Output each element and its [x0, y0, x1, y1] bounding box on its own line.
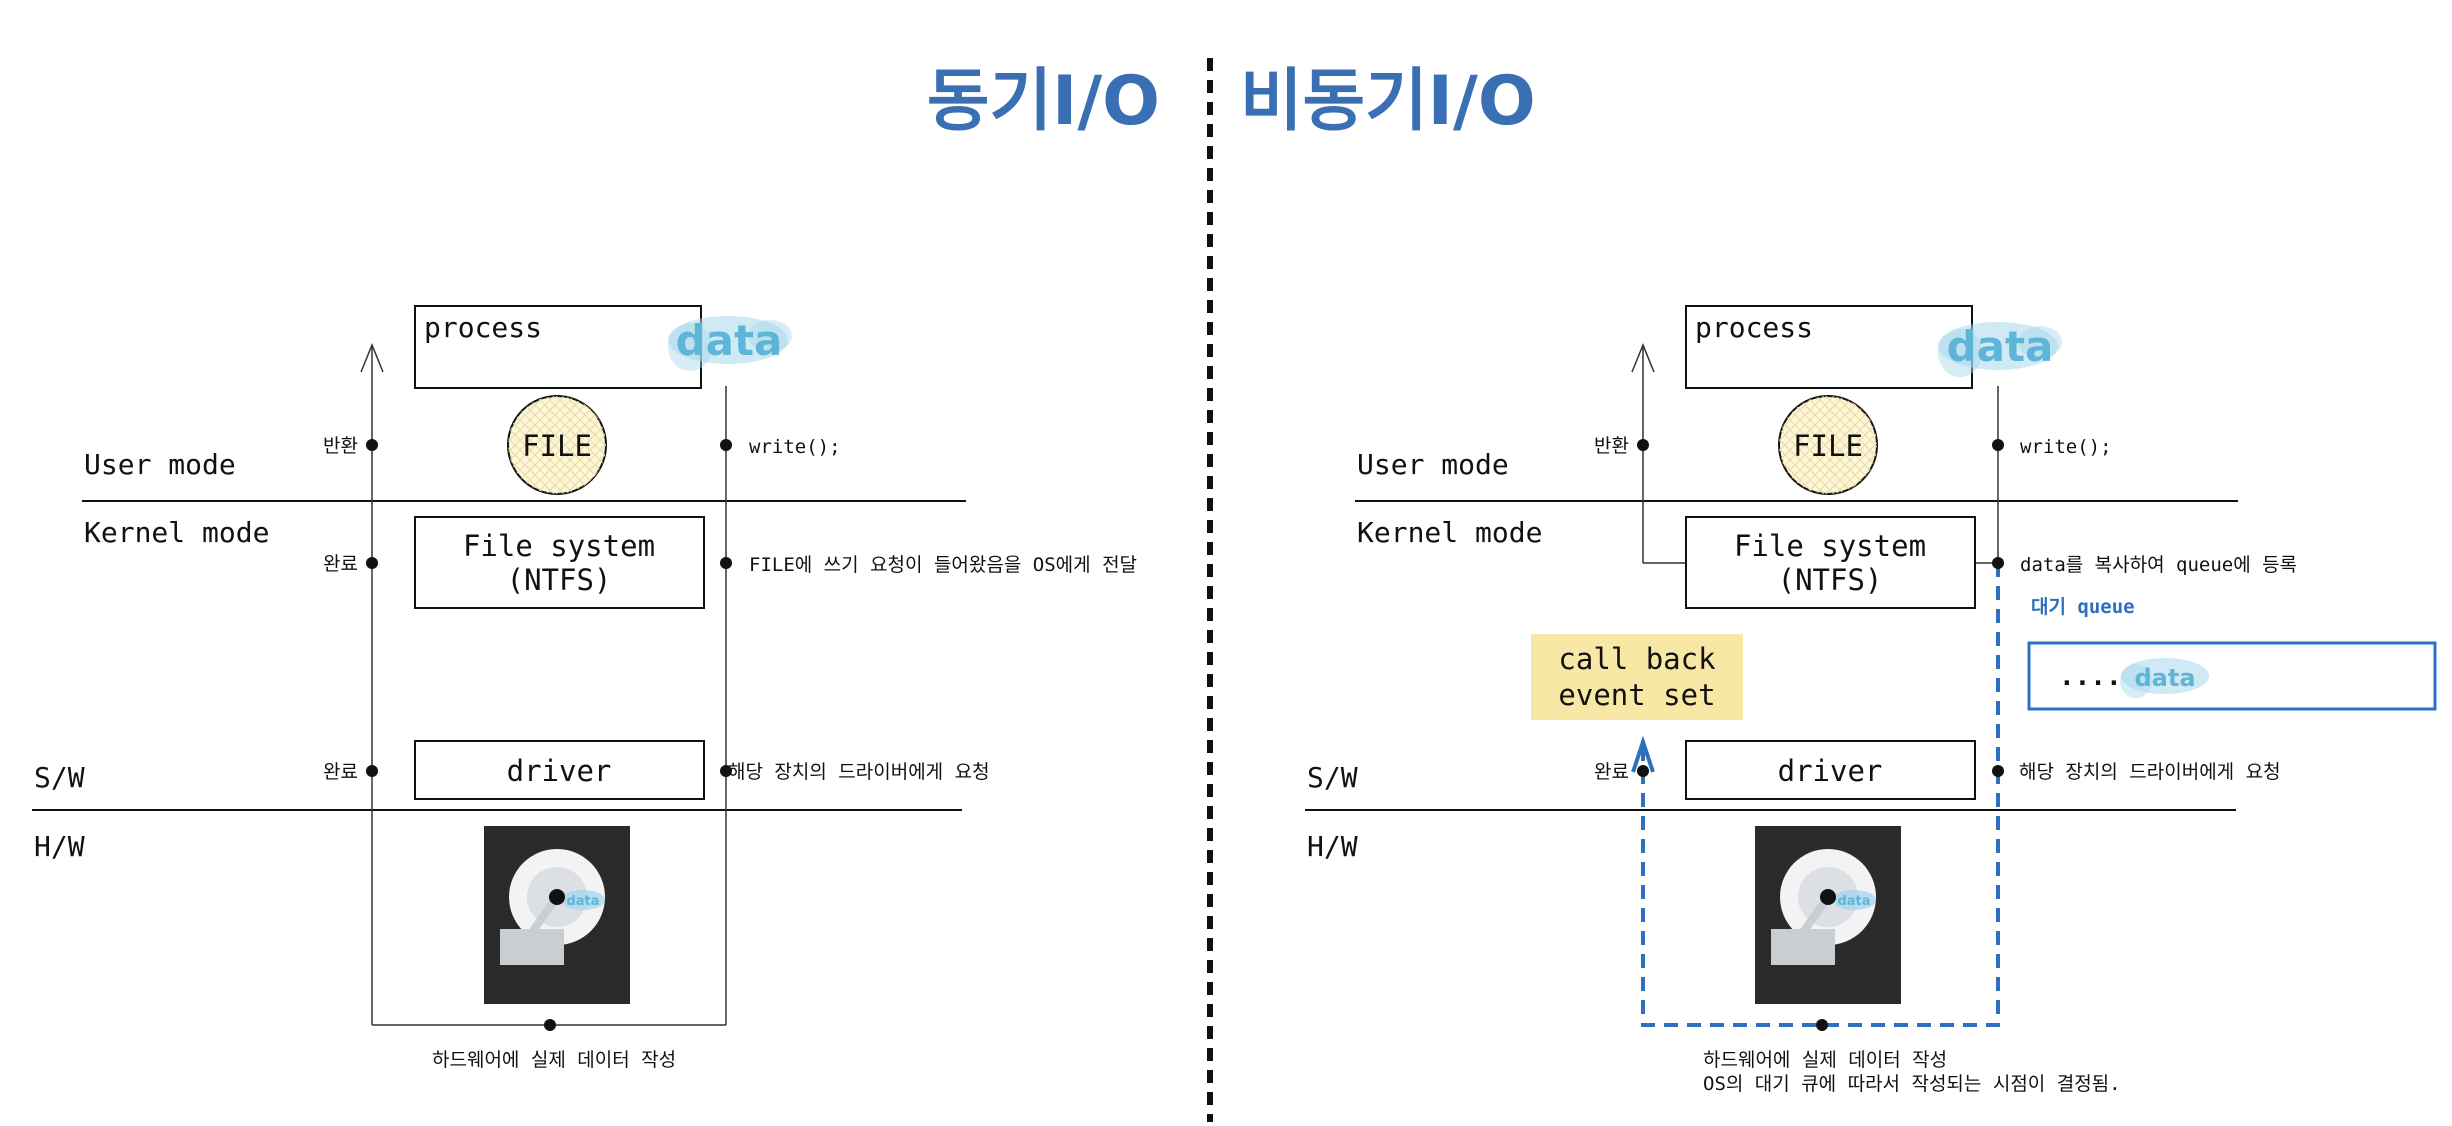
- return-dot: [366, 439, 378, 451]
- driver-box: [414, 740, 705, 800]
- hard-disk-icon: data: [484, 826, 630, 1004]
- data-blob: data: [1938, 322, 2062, 377]
- data-label: data: [1947, 322, 2054, 371]
- write-dot: [720, 439, 732, 451]
- svg-text:data: data: [1837, 894, 1870, 909]
- write-call-label: write();: [2020, 436, 2112, 458]
- hw-label: H/W: [1307, 830, 1358, 863]
- hw-write-dot: [1816, 1019, 1828, 1031]
- complete-dot-driver: [366, 765, 378, 777]
- driver-request-dot: [1992, 765, 2004, 777]
- file-system-label: File system: [463, 529, 655, 563]
- async-io-title: 비동기I/O: [1240, 62, 1536, 141]
- callback-box: [1531, 634, 1743, 720]
- process-label: process: [1695, 311, 1813, 344]
- file-label: FILE: [522, 429, 592, 463]
- complete-label-driver: 완료: [323, 761, 358, 783]
- return-label: 반환: [1594, 435, 1629, 457]
- async-panel: User mode Kernel mode S/W H/W process da…: [1305, 305, 2437, 1095]
- driver-note-label: 해당 장치의 드라이버에게 요청: [2019, 761, 2281, 783]
- queue-register-dot: [1992, 557, 2004, 569]
- user-mode-label: User mode: [84, 448, 236, 481]
- callback-arrow-icon: [1631, 735, 1655, 773]
- complete-dot-driver: [1637, 765, 1649, 777]
- complete-dot-kernel: [366, 557, 378, 569]
- hw-write-label: 하드웨어에 실제 데이터 작성: [432, 1049, 676, 1071]
- data-label: data: [676, 316, 783, 365]
- process-box: [1685, 305, 1973, 389]
- hw-write-label: 하드웨어에 실제 데이터 작성: [1703, 1049, 1947, 1071]
- fs-note-label: FILE에 쓰기 요청이 들어왔음을 OS에게 전달: [749, 554, 1137, 576]
- queue-data-blob: data: [2120, 658, 2209, 698]
- queue-register-label: data를 복사하여 queue에 등록: [2020, 554, 2297, 576]
- complete-label-kernel: 완료: [323, 553, 358, 575]
- up-arrow-icon: [1631, 343, 1655, 373]
- user-mode-label: User mode: [1357, 448, 1509, 481]
- up-arrow-icon: [360, 343, 384, 373]
- queue-title: 대기 queue: [2031, 596, 2135, 618]
- sw-label: S/W: [1307, 761, 1358, 794]
- file-label: FILE: [1793, 429, 1863, 463]
- driver-label: driver: [1778, 754, 1883, 788]
- hard-disk-icon: data: [1755, 826, 1901, 1004]
- return-dot: [1637, 439, 1649, 451]
- async-callback-path: [1641, 563, 2000, 1027]
- queue-dots: ....: [2059, 662, 2122, 692]
- queue-data-label: data: [2134, 664, 2195, 692]
- hw-label: H/W: [34, 830, 85, 863]
- sw-label: S/W: [34, 761, 85, 794]
- file-system-box: [1685, 516, 1976, 609]
- write-call-label: write();: [749, 436, 841, 458]
- process-box: [414, 305, 702, 389]
- process-label: process: [424, 311, 542, 344]
- file-system-box: [414, 516, 705, 609]
- driver-request-dot: [720, 765, 732, 777]
- os-queue-note-label: OS의 대기 큐에 따라서 작성되는 시점이 결정됨.: [1703, 1073, 2121, 1095]
- data-blob: data: [668, 316, 792, 371]
- sync-io-title: 동기I/O: [927, 62, 1160, 141]
- return-label: 반환: [323, 435, 358, 457]
- ntfs-label: (NTFS): [507, 563, 612, 597]
- driver-note-label: 해당 장치의 드라이버에게 요청: [728, 761, 990, 783]
- file-system-label: File system: [1734, 529, 1926, 563]
- sync-panel: User mode Kernel mode S/W H/W process da…: [32, 305, 1137, 1071]
- callback-label-1: call back: [1558, 642, 1716, 676]
- fs-request-dot: [720, 557, 732, 569]
- hw-write-dot: [544, 1019, 556, 1031]
- driver-label: driver: [507, 754, 612, 788]
- complete-label-driver: 완료: [1594, 761, 1629, 783]
- driver-box: [1685, 740, 1976, 800]
- write-dot: [1992, 439, 2004, 451]
- kernel-mode-label: Kernel mode: [84, 516, 269, 549]
- ntfs-label: (NTFS): [1778, 563, 1883, 597]
- kernel-mode-label: Kernel mode: [1357, 516, 1542, 549]
- callback-label-2: event set: [1558, 678, 1715, 712]
- svg-text:data: data: [566, 894, 599, 909]
- wait-queue-box: [2027, 641, 2437, 711]
